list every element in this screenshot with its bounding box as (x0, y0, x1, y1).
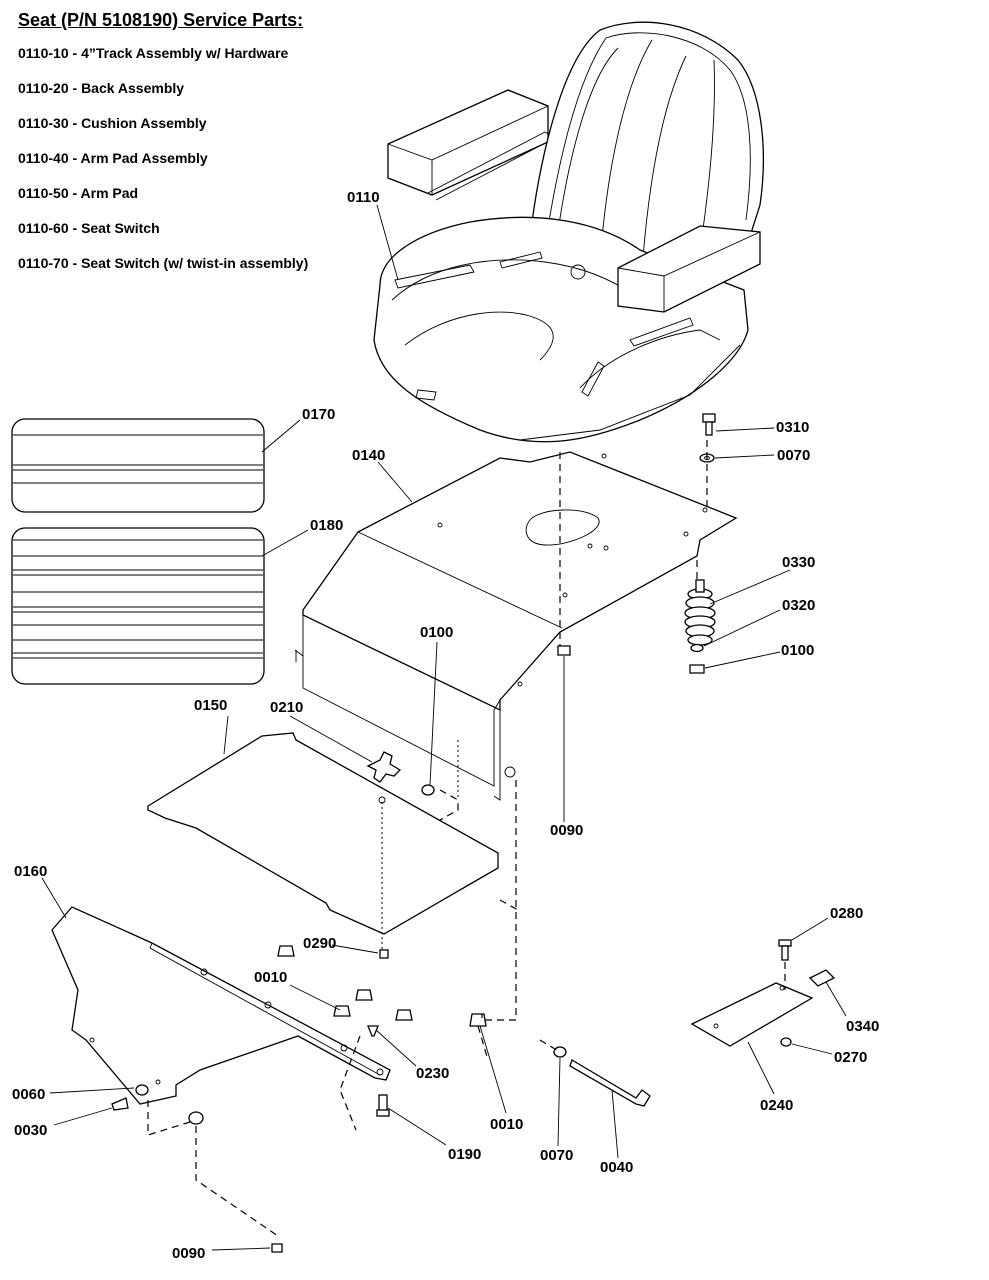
callout-seat: 0110 (347, 189, 380, 206)
service-part-separator: - (68, 115, 82, 131)
service-part-item: 0110-30 - Cushion Assembly (18, 115, 308, 150)
callout-nut-270: 0270 (834, 1049, 867, 1066)
service-part-description: 4”Track Assembly w/ Hardware (81, 45, 289, 61)
callout-switch-plate: 0240 (760, 1097, 793, 1114)
service-part-code: 0110-40 (18, 150, 69, 166)
service-part-separator: - (68, 80, 82, 96)
hardware (111, 413, 836, 1253)
callout-washer-060: 0060 (12, 1086, 45, 1103)
service-part-description: Arm Pad (80, 185, 139, 201)
callout-spring: 0330 (782, 554, 815, 571)
callout-labels: 0110 0170 0180 0140 0310 0070 0330 0320 … (12, 189, 879, 1262)
service-part-item: 0110-50 - Arm Pad (18, 185, 308, 220)
service-part-description: Seat Switch (81, 220, 160, 236)
callout-seat-pan: 0140 (352, 447, 385, 464)
callout-plate: 0150 (194, 697, 227, 714)
service-part-code: 0110-10 (18, 45, 69, 61)
service-part-separator: - (68, 150, 81, 166)
service-part-separator: - (68, 255, 82, 271)
service-part-code: 0110-60 (18, 220, 69, 236)
callout-washer-bottom: 0070 (540, 1147, 573, 1164)
callout-screw-030: 0030 (14, 1122, 47, 1139)
service-part-item: 0110-10 - 4”Track Assembly w/ Hardware (18, 45, 308, 80)
callout-bolt-long: 0040 (600, 1159, 633, 1176)
decal-0170 (11, 418, 265, 513)
switch-plate (690, 982, 814, 1047)
service-part-separator: - (68, 220, 82, 236)
service-part-description: Arm Pad Assembly (80, 150, 208, 166)
callout-nut-right: 0090 (550, 822, 583, 839)
service-part-description: Cushion Assembly (81, 115, 207, 131)
callout-decal-short: 0170 (302, 406, 335, 423)
callout-screw-280: 0280 (830, 905, 863, 922)
callout-nut-low: 0290 (303, 935, 336, 952)
service-part-code: 0110-50 (18, 185, 69, 201)
seat-assembly (373, 21, 764, 443)
service-part-code: 0110-20 (18, 80, 69, 96)
callout-bumper-left: 0010 (254, 969, 287, 986)
service-part-item: 0110-70 - Seat Switch (w/ twist-in assem… (18, 255, 308, 290)
service-part-code: 0110-70 (18, 255, 69, 271)
callout-knob: 0210 (270, 699, 303, 716)
bracket (51, 906, 391, 1105)
callout-nut-bottom: 0090 (172, 1245, 205, 1262)
service-part-description: Seat Switch (w/ twist-in assembly) (81, 255, 309, 271)
callout-switch-340: 0340 (846, 1018, 879, 1035)
callout-nut-center: 0100 (420, 624, 453, 641)
page-title: Seat (P/N 5108190) Service Parts: (18, 10, 304, 30)
callout-bracket: 0160 (14, 863, 47, 880)
plate (147, 732, 499, 935)
callout-decal-tall: 0180 (310, 517, 343, 534)
callout-washer-top: 0070 (777, 447, 810, 464)
service-parts-header: Seat (P/N 5108190) Service Parts: 0110-1… (18, 10, 308, 290)
callout-bumper-right: 0010 (490, 1116, 523, 1133)
callout-bolt-top: 0310 (776, 419, 809, 436)
callout-pin-190: 0190 (448, 1146, 481, 1163)
service-part-item: 0110-40 - Arm Pad Assembly (18, 150, 308, 185)
callout-nut-spring: 0100 (781, 642, 814, 659)
seat-pan (294, 451, 738, 801)
service-part-separator: - (68, 185, 81, 201)
service-part-description: Back Assembly (81, 80, 185, 96)
service-part-item: 0110-60 - Seat Switch (18, 220, 308, 255)
service-part-item: 0110-20 - Back Assembly (18, 80, 308, 115)
leader-lines (41, 204, 847, 1251)
assembly-lines (147, 440, 786, 1237)
decal-0180 (11, 527, 265, 685)
callout-washer-spring: 0320 (782, 597, 815, 614)
service-part-code: 0110-30 (18, 115, 69, 131)
service-part-separator: - (68, 45, 82, 61)
callout-screw-230: 0230 (416, 1065, 449, 1082)
